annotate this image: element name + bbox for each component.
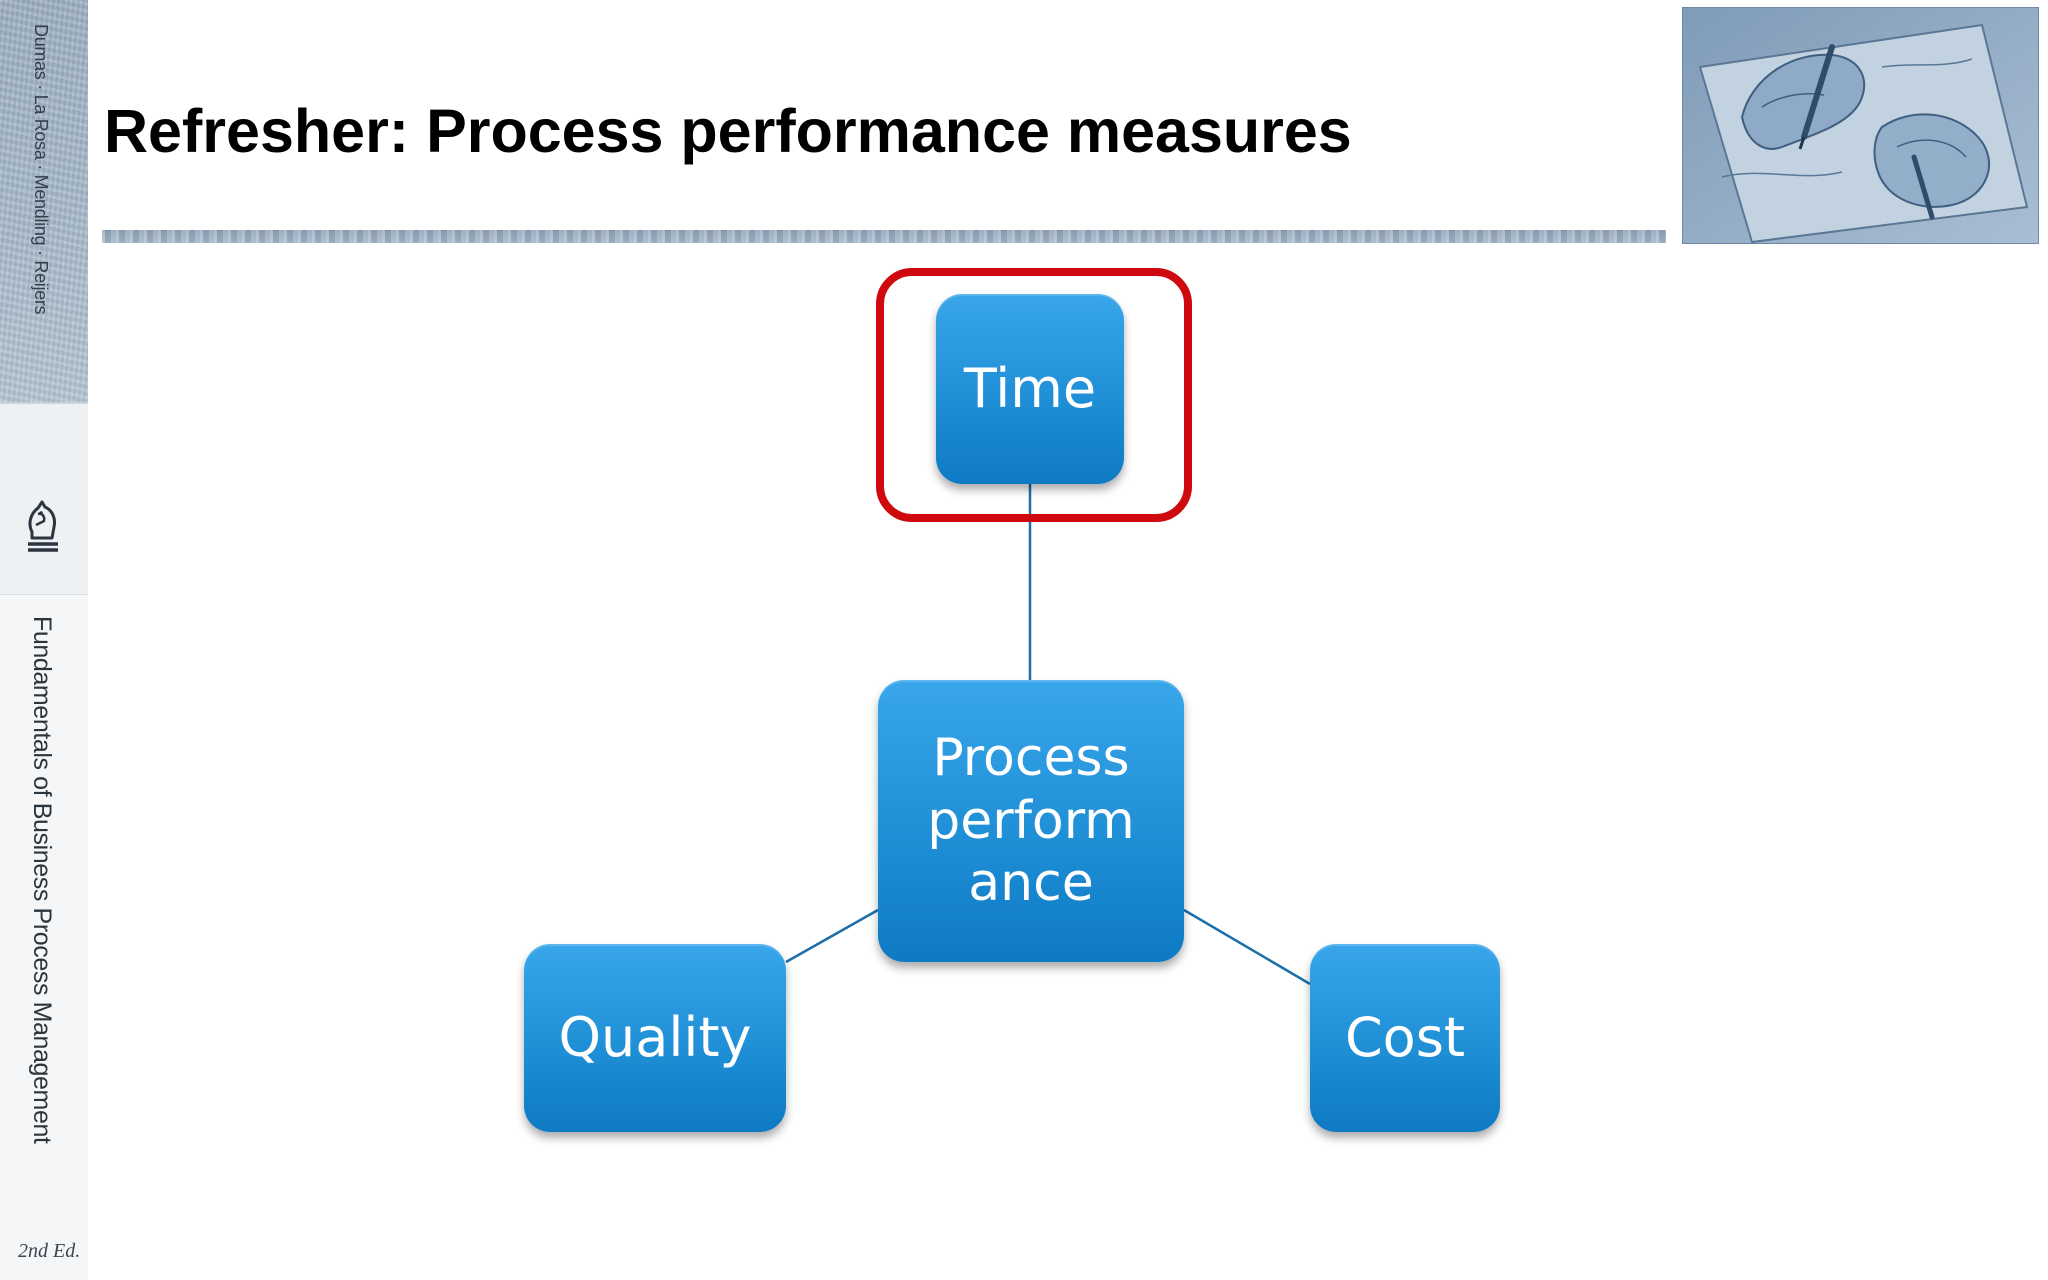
book-spine: Dumas · La Rosa · Mendling · Reijers Fun… bbox=[0, 0, 88, 1280]
spine-logo-panel bbox=[0, 402, 88, 595]
spine-book-title: Fundamentals of Business Process Managem… bbox=[28, 616, 56, 1144]
node-quality: Quality bbox=[524, 944, 786, 1132]
page-title: Refresher: Process performance measures bbox=[104, 97, 1352, 165]
title-divider bbox=[102, 230, 1666, 243]
center-line-2: perform bbox=[927, 790, 1135, 851]
drawing-hands-image bbox=[1682, 7, 2039, 244]
node-time-label: Time bbox=[963, 356, 1097, 420]
node-process-performance-label: Process perform ance bbox=[927, 727, 1135, 914]
node-cost-label: Cost bbox=[1344, 1005, 1466, 1069]
connector-quality bbox=[785, 908, 879, 964]
node-time: Time bbox=[936, 294, 1124, 484]
node-process-performance: Process perform ance bbox=[878, 680, 1184, 962]
spine-edition: 2nd Ed. bbox=[18, 1240, 81, 1262]
center-line-1: Process bbox=[932, 728, 1130, 789]
node-quality-label: Quality bbox=[558, 1005, 752, 1069]
spine-authors: Dumas · La Rosa · Mendling · Reijers bbox=[31, 24, 51, 315]
spine-texture bbox=[0, 0, 88, 402]
center-line-3: ance bbox=[968, 853, 1094, 914]
connector-cost bbox=[1183, 908, 1311, 986]
knight-logo-icon bbox=[28, 500, 58, 552]
highlight-frame bbox=[876, 268, 1192, 522]
node-cost: Cost bbox=[1310, 944, 1500, 1132]
